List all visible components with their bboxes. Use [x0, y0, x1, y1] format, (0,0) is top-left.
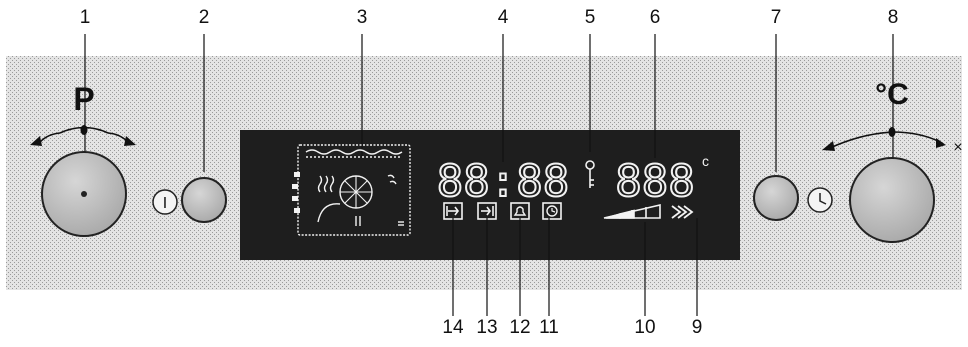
clock-button[interactable]	[753, 175, 799, 221]
on-off-button[interactable]	[181, 177, 227, 223]
callout-13: 13	[476, 317, 498, 338]
oven-function-symbols	[297, 144, 411, 236]
fast-heat-up-arrow-icon	[671, 205, 694, 219]
callout-7: 7	[770, 7, 782, 28]
temperature-display: 888	[615, 156, 694, 207]
callout-2: 2	[198, 7, 210, 28]
power-symbol: I	[163, 195, 167, 212]
callout-8: 8	[887, 7, 899, 28]
callout-14: 14	[442, 317, 464, 338]
callout-5: 5	[584, 7, 596, 28]
program-symbol-label: P	[73, 81, 94, 117]
callout-10: 10	[634, 317, 656, 338]
program-selector-knob[interactable]	[30, 125, 136, 237]
callout-4: 4	[497, 7, 509, 28]
callout-1: 1	[79, 7, 91, 28]
display-window	[240, 130, 740, 260]
callout-11: 11	[539, 317, 559, 338]
temperature-symbol-label: °C	[875, 78, 909, 111]
callout-9: 9	[691, 317, 703, 338]
clock-display: 88:88	[437, 156, 569, 207]
callout-lines-bottom	[452, 218, 698, 316]
callout-6: 6	[649, 7, 661, 28]
clock-icon	[807, 187, 833, 213]
callout-12: 12	[509, 317, 531, 338]
heat-up-indicator-icon	[603, 203, 661, 219]
cancel-mark: ×	[953, 139, 962, 156]
level-indicator-dots	[292, 172, 300, 213]
callout-3: 3	[356, 7, 368, 28]
power-icon	[152, 189, 178, 215]
temperature-selector-knob[interactable]	[822, 127, 946, 243]
clock-symbol-icon	[542, 202, 562, 220]
key-lock-icon	[585, 160, 595, 188]
temperature-unit-small: c	[702, 153, 709, 169]
